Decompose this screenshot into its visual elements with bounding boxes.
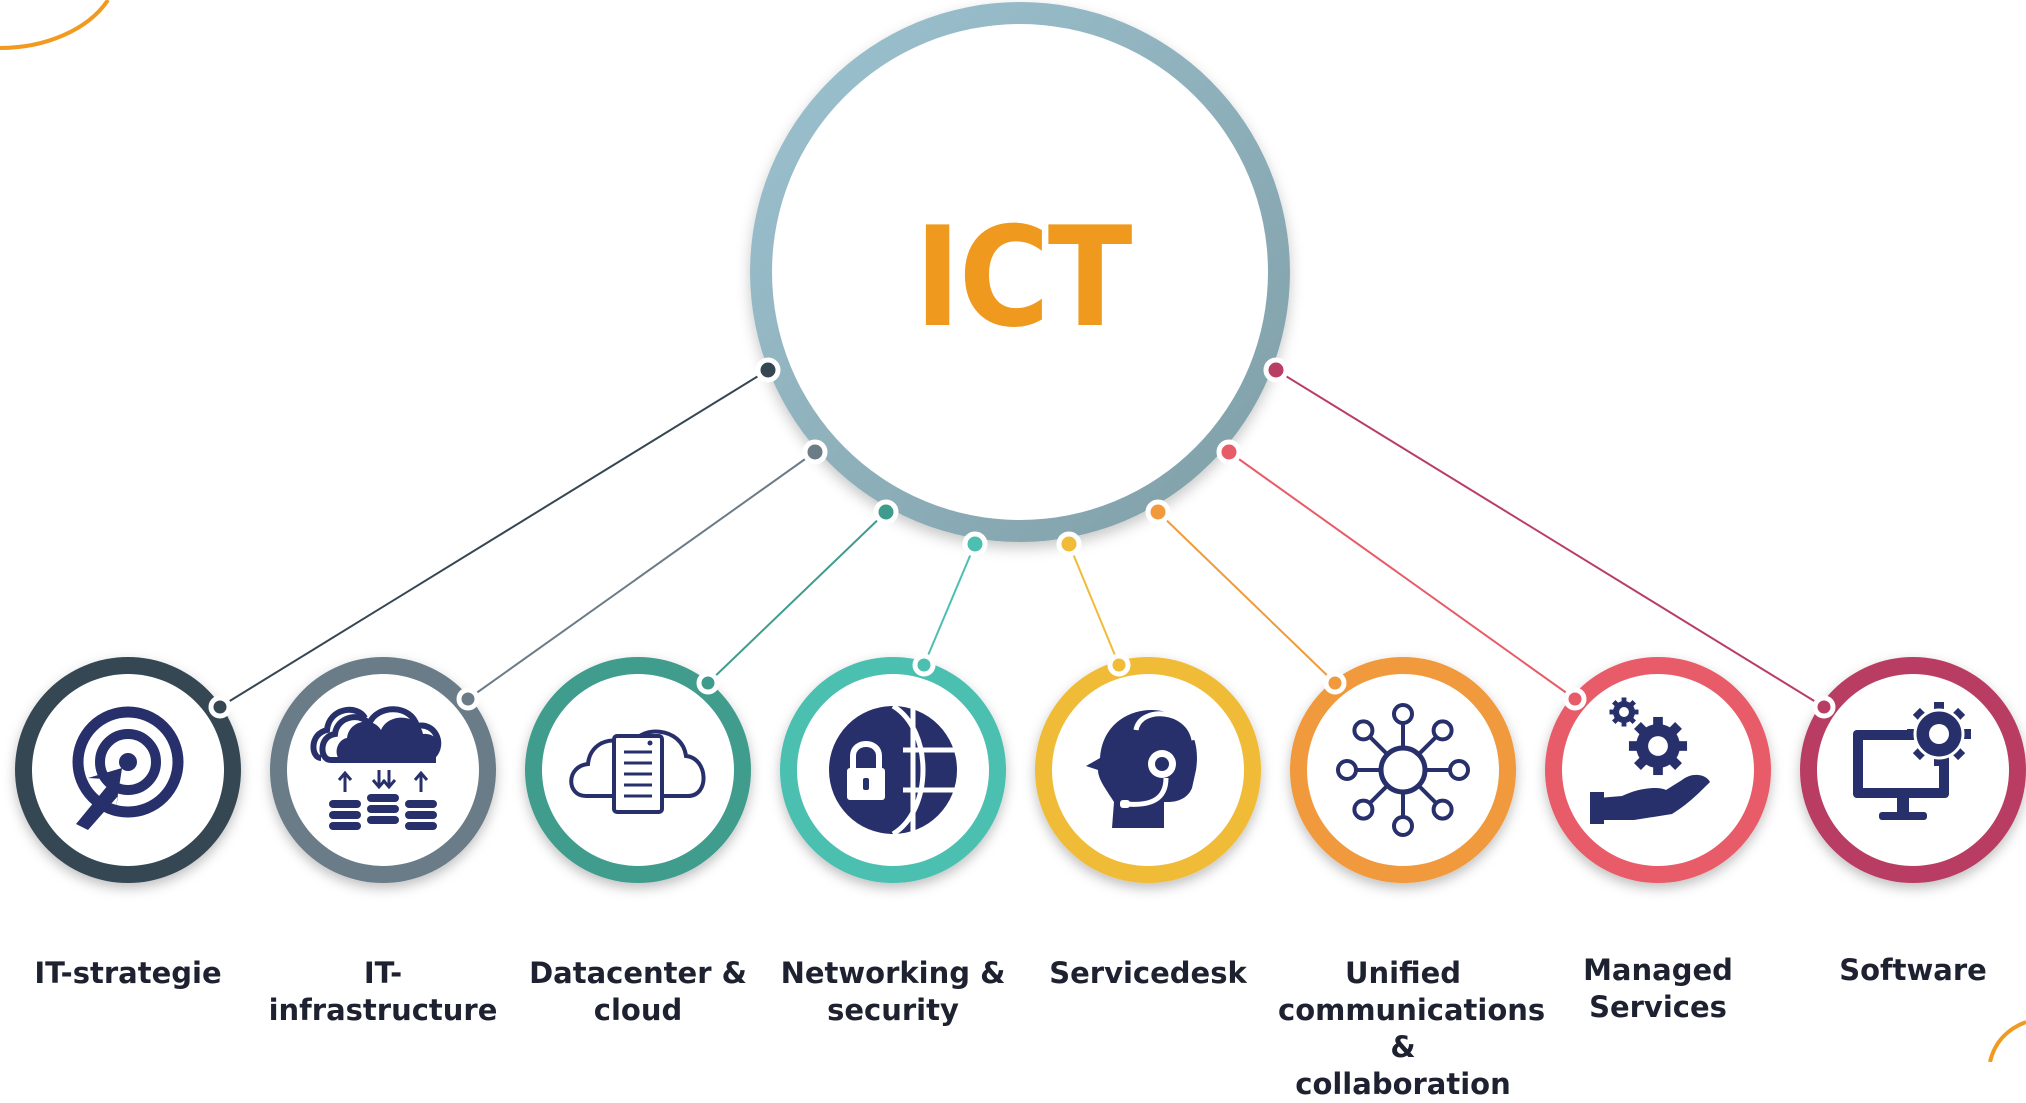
connector-line bbox=[1068, 543, 1120, 666]
service-node bbox=[1800, 657, 2026, 883]
ict-diagram bbox=[0, 0, 2026, 1062]
service-node bbox=[1290, 657, 1516, 883]
service-label-datacenter-cloud: Datacenter & cloud bbox=[529, 956, 747, 1027]
service-node bbox=[270, 657, 496, 883]
connector-line bbox=[707, 511, 887, 684]
service-connector-dot bbox=[1812, 695, 1836, 719]
hub-connector-dot bbox=[1145, 499, 1171, 525]
service-label-networking-security: Networking & security bbox=[780, 956, 1006, 1027]
hub-connector-dot bbox=[755, 357, 781, 383]
service-node bbox=[525, 657, 751, 883]
gear-hand-icon bbox=[1590, 697, 1710, 824]
service-node bbox=[1035, 653, 1261, 883]
service-label-it-strategie: IT-strategie bbox=[34, 956, 222, 990]
service-label-servicedesk: Servicedesk bbox=[1049, 956, 1247, 990]
connector-line bbox=[1228, 451, 1576, 700]
service-node bbox=[15, 657, 241, 883]
hub-connector-dot bbox=[1216, 439, 1242, 465]
connector-line bbox=[1275, 369, 1825, 708]
network-hub-icon bbox=[1336, 703, 1470, 837]
ict-hub bbox=[750, 2, 1290, 542]
service-label-managed-services: Managed Services bbox=[1583, 953, 1733, 1024]
hub-connector-dot bbox=[962, 531, 988, 557]
service-label-software: Software bbox=[1839, 953, 1987, 987]
service-connector-dot bbox=[456, 687, 480, 711]
service-node bbox=[780, 653, 1006, 883]
service-connector-dot bbox=[696, 671, 720, 695]
service-connector-dot bbox=[1563, 687, 1587, 711]
service-label-unified-communications: Unified communications & collaboration bbox=[1278, 956, 1546, 1101]
service-connector-dot bbox=[1323, 671, 1347, 695]
monitor-gear-icon bbox=[1853, 702, 1971, 820]
cloud-server-icon bbox=[569, 729, 706, 814]
connector-line bbox=[923, 543, 976, 666]
hub-connector-dot bbox=[802, 439, 828, 465]
ict-title: ICT bbox=[914, 197, 1133, 358]
service-label-it-infrastructure: IT-infrastructure bbox=[268, 956, 498, 1027]
service-node bbox=[1545, 657, 1771, 883]
connector-line bbox=[467, 451, 816, 700]
hub-connector-dot bbox=[873, 499, 899, 525]
service-connector-dot bbox=[208, 695, 232, 719]
service-connector-dot bbox=[1107, 653, 1131, 677]
globe-lock-icon bbox=[829, 703, 957, 837]
corner-arc-bottom-right bbox=[1988, 1020, 2026, 1062]
cloud-database-icon bbox=[310, 706, 442, 830]
hub-connector-dot bbox=[1056, 531, 1082, 557]
hub-connector-dot bbox=[1263, 357, 1289, 383]
corner-arc-top-left bbox=[0, 0, 110, 50]
service-connector-dot bbox=[912, 653, 936, 677]
headset-agent-icon bbox=[1086, 710, 1197, 828]
connector-line bbox=[1157, 511, 1336, 684]
connector-line bbox=[219, 369, 769, 708]
target-cursor-icon bbox=[72, 706, 184, 830]
